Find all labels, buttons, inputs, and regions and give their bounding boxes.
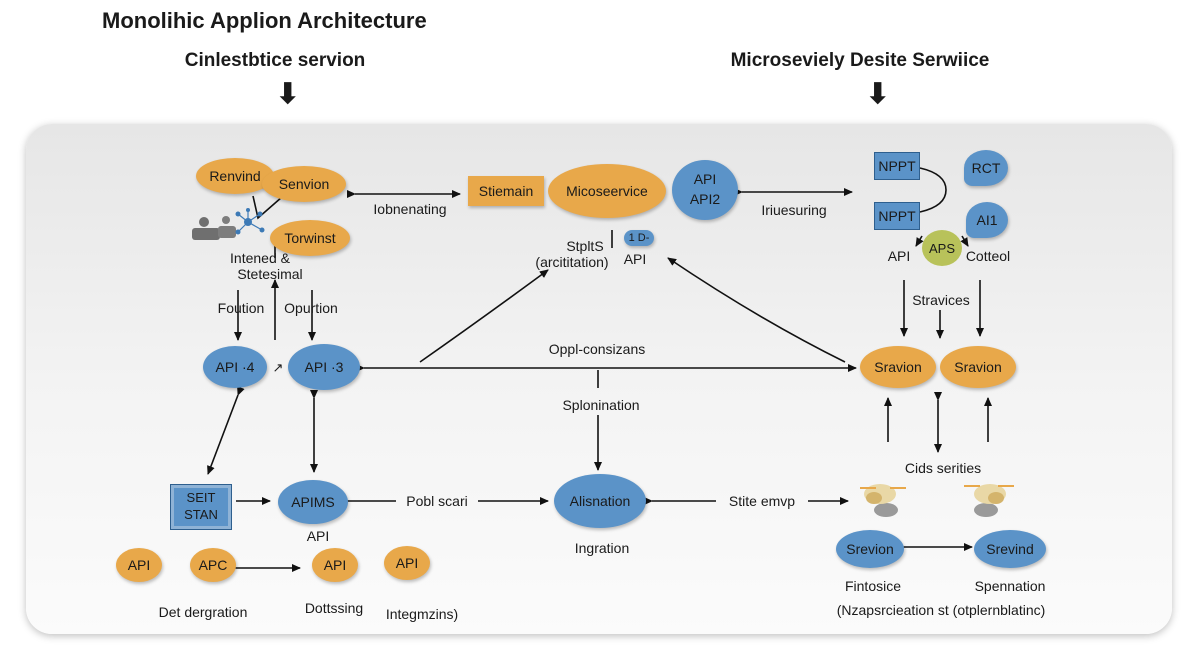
api-right-label: API xyxy=(887,248,911,264)
integmzins-label: Integmzins) xyxy=(385,606,459,622)
cids-serities-label: Cids serities xyxy=(904,460,982,476)
cotteol-label: Cotteol xyxy=(965,248,1011,264)
api-4-node: API ·4 xyxy=(203,346,267,388)
cloud-database-icon-2 xyxy=(962,476,1016,525)
left-subtitle: Cinlestbtice servion xyxy=(184,50,366,71)
api2-label: API2 xyxy=(689,191,721,207)
fooution-label: Foution xyxy=(217,300,265,316)
ingration-label: Ingration xyxy=(574,540,630,556)
nppt-box-1: NPPT xyxy=(874,152,920,180)
srevind-node: Srevind xyxy=(974,530,1046,568)
opurtion-label: Opurtion xyxy=(284,300,338,316)
api-center-label: API xyxy=(623,251,647,267)
pobl-scari-label: Pobl scari xyxy=(406,493,468,509)
apims-sub-label: API xyxy=(306,528,330,544)
spennation-label: Spennation xyxy=(974,578,1046,594)
ai1-bubble: AI1 xyxy=(966,202,1008,238)
one-d-node: 1 D- xyxy=(624,230,654,246)
fintosice-label: Fintosice xyxy=(844,578,902,594)
api-top-label: API xyxy=(693,171,717,188)
arcitation-label: (arcititation) xyxy=(535,254,609,270)
senvion-node: Senvion xyxy=(262,166,346,202)
left-down-arrow-icon: ⬇ xyxy=(276,78,300,109)
seit-stan-box: SEIT STAN xyxy=(170,484,232,530)
api-a-node: API xyxy=(116,548,162,582)
renvind-node: Renvind xyxy=(196,158,274,194)
api-c-node: API xyxy=(384,546,430,580)
stravices-label: Stravices xyxy=(912,292,970,308)
oppl-label: Oppl-consizans xyxy=(548,341,646,357)
right-subtitle: Microseviely Desite Serwiice xyxy=(730,50,990,71)
naz-label: (Nzapsrcieation st (otplernblatinc) xyxy=(836,602,1046,618)
iriuesuring-label: Iriuesuring xyxy=(761,202,827,218)
small-link-icon: ↗ xyxy=(272,360,284,375)
det-dergration-label: Det dergration xyxy=(158,604,248,620)
dottssing-label: Dottssing xyxy=(304,600,364,616)
api-b-node: API xyxy=(312,548,358,582)
intened-label: Intened & xyxy=(230,250,290,266)
aps-node: APS xyxy=(922,230,962,266)
stite-emvp-label: Stite emvp xyxy=(728,493,796,509)
nppt-box-2: NPPT xyxy=(874,202,920,230)
cloud-database-icon-1 xyxy=(856,476,910,525)
api-api2-node: API API2 xyxy=(672,160,738,220)
sravion-node-2: Sravion xyxy=(940,346,1016,388)
stiemain-box: Stiemain xyxy=(468,176,544,206)
iobnenating-label: Iobnenating xyxy=(373,201,447,217)
people-network-icon xyxy=(190,208,270,249)
stan-label: STAN xyxy=(184,507,218,522)
apims-node: APIMS xyxy=(278,480,348,524)
rct-bubble: RCT xyxy=(964,150,1008,186)
alisnation-node: Alisnation xyxy=(554,474,646,528)
sravion-node-1: Sravion xyxy=(860,346,936,388)
api-3-node: API ·3 xyxy=(288,344,360,390)
seit-label: SEIT xyxy=(186,490,216,506)
right-down-arrow-icon: ⬇ xyxy=(866,78,890,109)
stesimal-label: Stetesimal xyxy=(237,266,303,282)
apc-node: APC xyxy=(190,548,236,582)
torwinst-node: Torwinst xyxy=(270,220,350,256)
micoseervice-node: Micoseervice xyxy=(548,164,666,218)
splonination-label: Splonination xyxy=(562,397,640,413)
stplts-label: StpltS xyxy=(566,238,604,254)
srevion-node: Srevion xyxy=(836,530,904,568)
diagram-title: Monolihic Applion Architecture xyxy=(102,8,427,33)
